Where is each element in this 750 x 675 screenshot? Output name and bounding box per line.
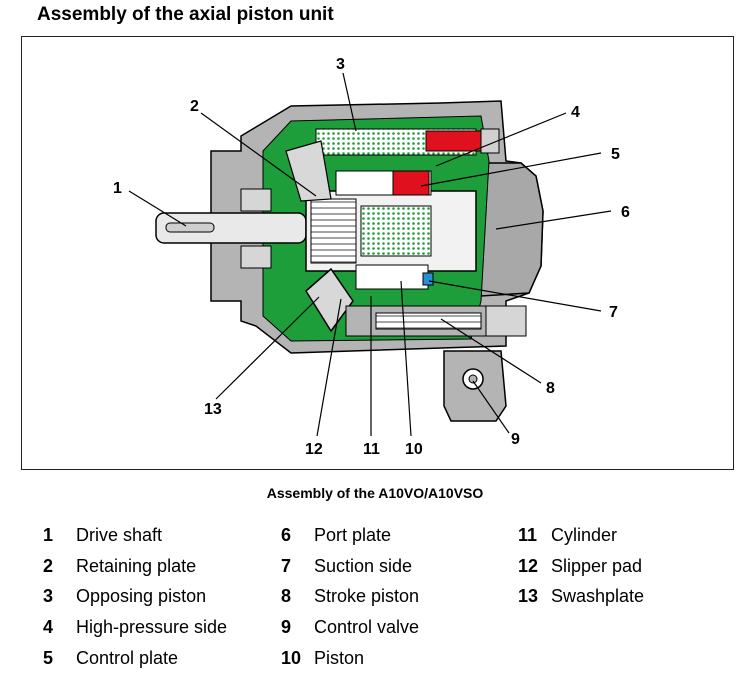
legend-column-2: 6 Port plate 7 Suction side 8 Stroke piston… [281, 522, 419, 675]
high-pressure-chamber [425, 130, 482, 152]
callout-13: 13 [204, 401, 222, 418]
legend-label: Piston [314, 647, 365, 668]
legend-column-1: 1 Drive shaft 2 Retaining plate 3 Opposing … [43, 522, 227, 675]
figure-caption: Assembly of the A10VO/A10VSO [266, 485, 484, 501]
cross-section-figure: 1 2 3 4 5 6 7 8 9 10 11 12 13 [21, 36, 734, 470]
cylinder-spring [360, 205, 432, 257]
retaining-plate [285, 140, 332, 202]
callout-9: 9 [511, 431, 520, 448]
legend-item: 8 Stroke piston [281, 583, 419, 614]
legend-number: 10 [281, 647, 302, 668]
swashplate [305, 267, 354, 333]
callout-1: 1 [113, 180, 122, 197]
legend-number: 9 [281, 617, 292, 638]
legend-number: 4 [43, 617, 54, 638]
legend-item: 12 Slipper pad [518, 553, 644, 584]
shaft-key [165, 222, 215, 233]
legend-column-3: 11 Cylinder 12 Slipper pad 13 Swashplate [518, 522, 644, 614]
legend-number: 6 [281, 525, 292, 545]
legend-item: 5 Control plate [43, 645, 227, 675]
legend-item: 13 Swashplate [518, 583, 644, 614]
callout-10: 10 [405, 441, 423, 458]
legend-label: Port plate [314, 525, 392, 545]
cylinder-splines [310, 198, 357, 264]
legend-label: Control valve [314, 617, 420, 638]
piston-end-cap [480, 128, 500, 154]
legend-label: Suction side [314, 555, 413, 576]
pump-cross-section-drawing: 1 2 3 4 5 6 7 8 9 10 11 12 13 [113, 56, 630, 458]
front-bearing-top [240, 188, 272, 212]
legend-number: 7 [281, 555, 292, 576]
legend-number: 12 [518, 555, 539, 576]
legend-label: Control plate [76, 647, 179, 668]
legend-item: 3 Opposing piston [43, 583, 227, 614]
callout-12: 12 [305, 441, 323, 458]
legend-label: Slipper pad [551, 555, 643, 576]
legend-label: High-pressure side [76, 617, 228, 638]
stroke-piston [375, 312, 482, 330]
legend-number: 13 [518, 586, 539, 607]
callout-3: 3 [336, 56, 345, 73]
legend-label: Stroke piston [314, 586, 420, 607]
legend-label: Swashplate [551, 586, 645, 607]
callout-5: 5 [611, 146, 620, 163]
legend-item: 7 Suction side [281, 553, 419, 584]
legend-item: 10 Piston [281, 645, 419, 675]
callout-6: 6 [621, 204, 630, 221]
callout-7: 7 [609, 304, 618, 321]
legend-label: Drive shaft [76, 525, 163, 545]
callout-11: 11 [363, 441, 380, 458]
legend-number: 11 [518, 525, 538, 545]
stroke-piston-nut [485, 305, 527, 337]
legend-number: 8 [281, 586, 292, 607]
legend-item: 9 Control valve [281, 614, 419, 645]
legend-label: Retaining plate [76, 555, 197, 576]
leader-lines [128, 72, 612, 437]
legend-item: 1 Drive shaft [43, 522, 227, 553]
front-bearing-bottom [240, 245, 272, 269]
legend-number: 2 [43, 555, 54, 576]
callout-8: 8 [546, 380, 555, 397]
legend-item: 4 High-pressure side [43, 614, 227, 645]
callout-4: 4 [571, 104, 580, 121]
lower-piston [355, 264, 429, 290]
legend-number: 5 [43, 647, 54, 668]
legend-label: Opposing piston [76, 586, 207, 607]
legend-number: 3 [43, 586, 54, 607]
legend-label: Cylinder [551, 525, 618, 545]
suction-side-blue [422, 272, 434, 286]
legend-item: 11 Cylinder [518, 522, 644, 553]
legend-item: 6 Port plate [281, 522, 419, 553]
page-title: Assembly of the axial piston unit [37, 4, 334, 25]
control-plate-red [392, 170, 430, 196]
control-valve-port-inner [468, 374, 478, 384]
legend-item: 2 Retaining plate [43, 553, 227, 584]
legend-number: 1 [43, 525, 54, 545]
port-plate-cover [480, 162, 544, 297]
callout-2: 2 [190, 98, 199, 115]
